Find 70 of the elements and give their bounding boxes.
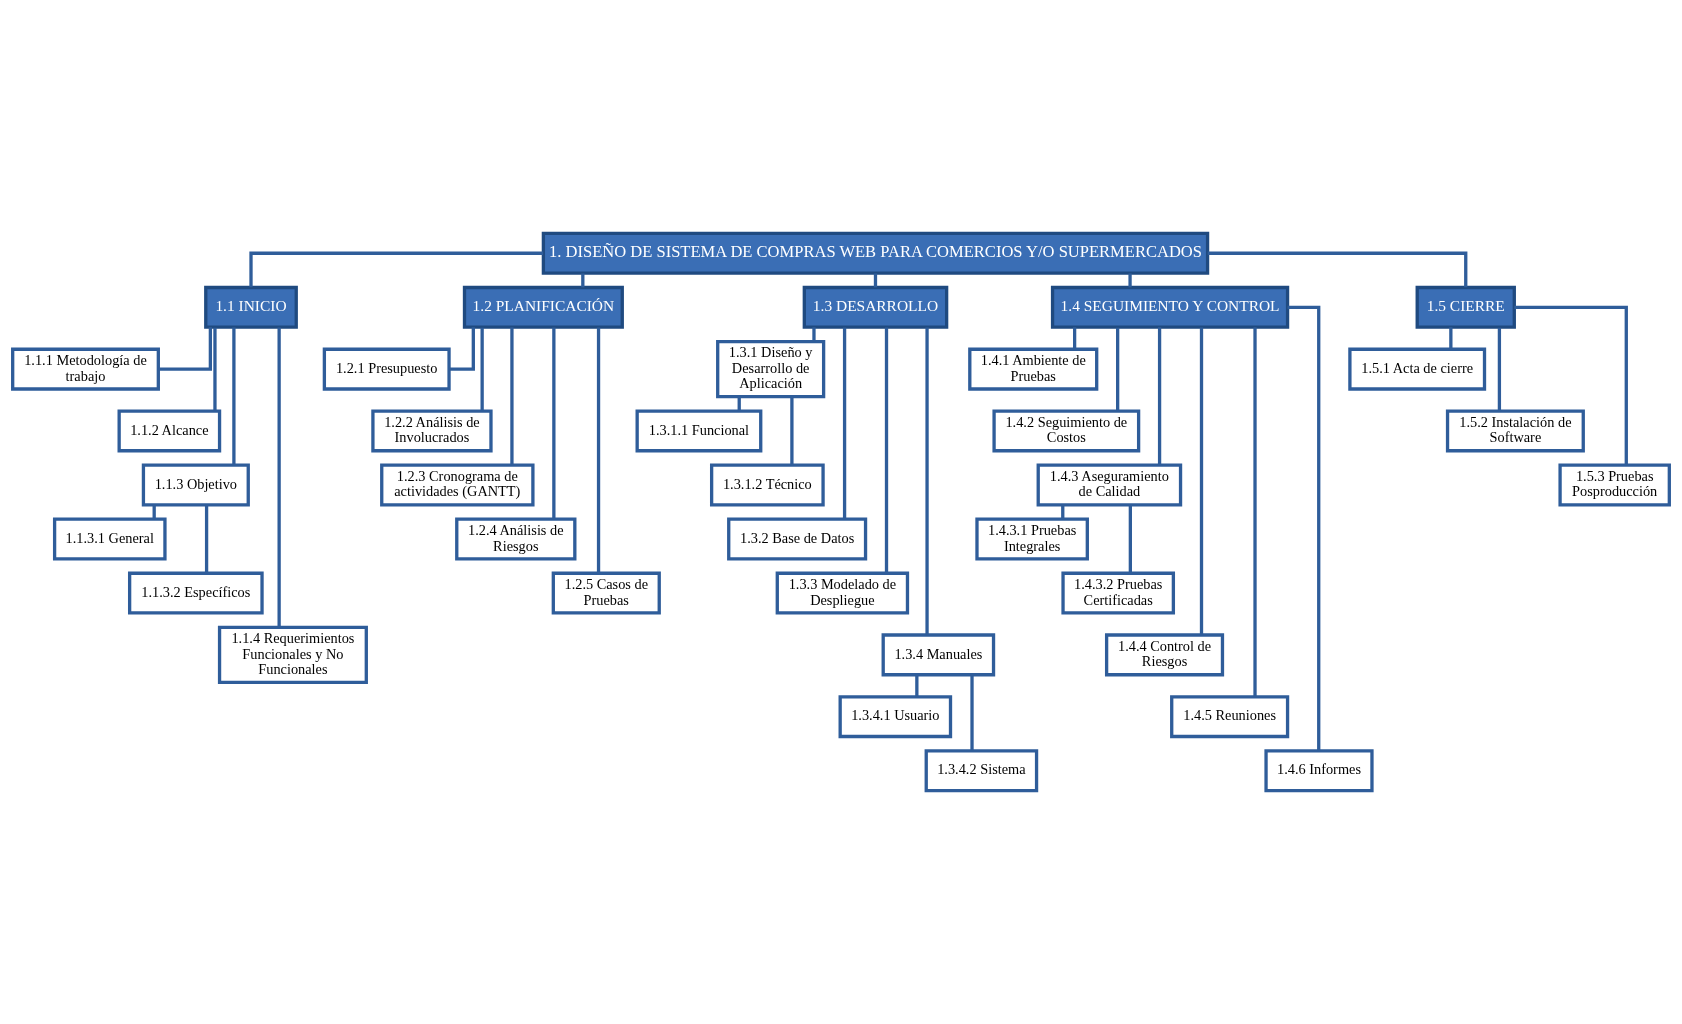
node-box: 1.1.3.1 General: [52, 517, 167, 561]
node-box: 1.1 INICIO: [204, 285, 298, 329]
node-box: 1.2 PLANIFICACIÓN: [462, 285, 624, 329]
connector: [790, 396, 794, 466]
connector: [596, 327, 601, 573]
connector: [510, 327, 514, 465]
node-box: 1.3.3 Modelado de Despliegue: [775, 571, 910, 615]
node-box: 1.4.4 Control de Riesgos: [1104, 633, 1225, 677]
connector: [1287, 305, 1321, 751]
connector: [1449, 327, 1453, 349]
connector: [158, 327, 213, 371]
connector: [842, 327, 847, 520]
connector: [1199, 327, 1204, 635]
connector: [581, 273, 585, 288]
node-box: 1.1.4 Requerimientos Funcionales y No Funcionales: [217, 625, 368, 685]
connector: [1061, 505, 1065, 520]
node-box: 1.4.3.2 Pruebas Certificadas: [1061, 571, 1176, 615]
connector: [480, 327, 484, 411]
node-box: 1.2.1 Presupuesto: [322, 347, 451, 391]
connector: [873, 273, 878, 288]
connector: [1128, 273, 1132, 288]
node-box: 1.3.2 Base de Datos: [727, 517, 868, 561]
connector: [1072, 327, 1077, 349]
node-box: 1.1.3.2 Específicos: [128, 571, 264, 615]
connector: [152, 505, 156, 520]
connector: [884, 327, 889, 573]
node-box: 1.4.3.1 Pruebas Integrales: [975, 517, 1089, 561]
node-box: 1.1.3 Objetivo: [141, 463, 250, 507]
connector: [213, 327, 217, 411]
node-box: 1.5.1 Acta de cierre: [1348, 347, 1487, 391]
connector: [915, 674, 919, 697]
node-box: 1.3.4 Manuales: [881, 633, 996, 677]
connector: [1514, 305, 1628, 465]
connector: [1497, 327, 1502, 411]
node-box: 1.4.3 Aseguramiento de Calidad: [1036, 463, 1183, 507]
connector: [449, 327, 475, 371]
node-box: 1.4 SEGUIMIENTO Y CONTROL: [1050, 285, 1290, 329]
connector: [1128, 505, 1132, 574]
connector: [970, 675, 974, 751]
node-box: 1.3.4.2 Sistema: [924, 749, 1039, 793]
node-box: 1.4.6 Informes: [1264, 749, 1374, 793]
node-box: 1. DISEÑO DE SISTEMA DE COMPRAS WEB PARA COMERCIOS Y/O SUPERMERCADOS: [541, 231, 1210, 275]
node-box: 1.4.1 Ambiente de Pruebas: [968, 347, 1099, 391]
connector: [1253, 327, 1257, 697]
node-box: 1.2.2 Análisis de Involucrados: [371, 409, 493, 453]
connector: [1207, 251, 1468, 288]
connector: [552, 327, 556, 520]
connector: [925, 327, 929, 635]
node-box: 1.1.2 Alcance: [117, 409, 222, 453]
connector: [1116, 327, 1120, 411]
node-box: 1.2.3 Cronograma de actividades (GANTT): [380, 463, 535, 507]
node-box: 1.3.1.1 Funcional: [635, 409, 763, 453]
connector: [812, 327, 816, 342]
connector: [204, 505, 209, 574]
node-box: 1.4.5 Reuniones: [1170, 695, 1290, 739]
connector: [232, 327, 236, 465]
connector: [1157, 327, 1162, 465]
node-box: 1.5 CIERRE: [1415, 285, 1516, 329]
node-box: 1.5.2 Instalación de Software: [1445, 409, 1585, 453]
node-box: 1.5.3 Pruebas Posproducción: [1558, 463, 1671, 507]
connector: [249, 251, 544, 288]
node-box: 1.3 DESARROLLO: [802, 285, 949, 329]
node-box: 1.3.4.1 Usuario: [838, 695, 953, 739]
node-box: 1.2.4 Análisis de Riesgos: [455, 517, 577, 561]
node-box: 1.3.1.2 Técnico: [710, 463, 825, 507]
node-box: 1.2.5 Casos de Pruebas: [551, 571, 661, 615]
connector: [277, 327, 281, 628]
node-box: 1.1.1 Metodología de trabajo: [11, 347, 160, 391]
node-box: 1.3.1 Diseño y Desarrollo de Aplicación: [716, 339, 826, 399]
node-box: 1.4.2 Seguimiento de Costos: [992, 409, 1141, 453]
